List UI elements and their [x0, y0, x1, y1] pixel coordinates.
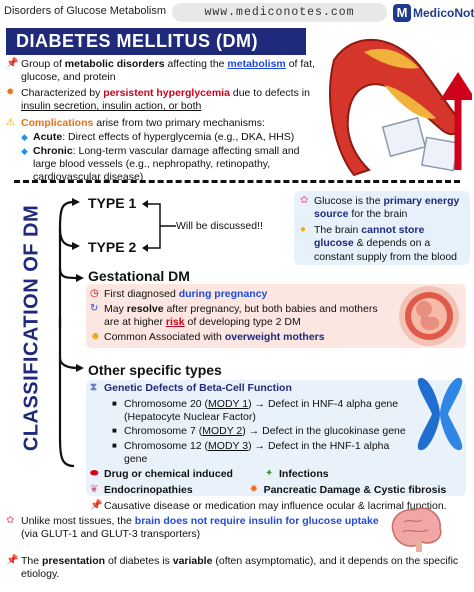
warning-icon: ⚠: [6, 116, 15, 128]
top-bar: Disorders of Glucose Metabolism www.medi…: [0, 0, 474, 26]
intro-bullet-1: 📌 Group of metabolic disorders affecting…: [6, 58, 315, 84]
brain-icon: ✿: [6, 515, 15, 526]
brain-glucose-note: ✿ Unlike most tissues, the brain does no…: [6, 515, 379, 541]
diamond-icon: ◆: [21, 145, 28, 156]
type-brace: [142, 200, 176, 252]
gestational-details: ◷ First diagnosed during pregnancy ↻ May…: [90, 288, 378, 344]
clock-icon: ◷: [90, 288, 99, 299]
site-url[interactable]: www.mediconotes.com: [172, 3, 387, 22]
sun-icon: ✸: [6, 87, 15, 99]
topic-label: Disorders of Glucose Metabolism: [4, 5, 167, 17]
recycle-icon: ↻: [90, 303, 99, 315]
diamond-icon: ◆: [21, 131, 28, 142]
chromosome-12-item: ■ Chromosome 12 (MODY 3) → Defect in the…: [112, 439, 390, 465]
intro-bullet-2: ✸ Characterized by persistent hyperglyce…: [6, 87, 310, 113]
pancreas-illustration: [329, 38, 472, 177]
discuss-note: Will be discussed!!: [176, 220, 263, 232]
logo-mark: M: [393, 4, 411, 22]
intro-bullet-3: ⚠ Complications arise from two primary m…: [6, 117, 322, 185]
chromosome-7-item: ■ Chromosome 7 (MODY 2) → Defect in the …: [112, 425, 406, 438]
bulb-icon: ●: [300, 224, 307, 236]
pill-icon: ⬬: [90, 467, 99, 479]
burst-icon: ✹: [249, 483, 258, 495]
type1-label: TYPE 1: [88, 195, 137, 211]
acute-item: ◆ Acute: Direct effects of hyperglycemia…: [21, 130, 295, 143]
other-types-box: [86, 380, 466, 496]
classification-label: CLASSIFICATION OF DM: [20, 204, 43, 452]
classification-tree: [58, 198, 84, 468]
gland-icon: ❦: [90, 483, 99, 495]
brain-icon: ✿: [300, 195, 309, 206]
chromosome-20-item: ■ Chromosome 20 (MODY 1) → Defect in HNF…: [112, 398, 399, 424]
page-title: DIABETES MELLITUS (DM): [6, 28, 306, 55]
other-types-details: ⧗ Genetic Defects of Beta-Cell Function …: [90, 382, 447, 512]
logo: M MedicoNotes: [393, 2, 474, 24]
intro-section: 📌 Group of metabolic disorders affecting…: [6, 58, 322, 187]
logo-text: MedicoNotes: [413, 5, 474, 20]
metabolism-link[interactable]: metabolism: [227, 58, 286, 70]
pin-icon: 📌: [6, 58, 19, 69]
type2-label: TYPE 2: [88, 239, 137, 255]
presentation-note: 📌 The presentation of diabetes is variab…: [6, 555, 459, 581]
chromosome-illustration: [417, 377, 463, 451]
brain-illustration: [391, 507, 442, 552]
other-types-label: Other specific types: [88, 362, 222, 378]
person-icon: ☻: [90, 331, 101, 343]
gestational-label: Gestational DM: [88, 268, 190, 284]
pin-icon: 📌: [90, 500, 103, 511]
dna-icon: ⧗: [90, 382, 98, 393]
section-divider: [14, 180, 460, 183]
fetus-illustration: [399, 286, 459, 346]
pin-icon: 📌: [6, 555, 19, 566]
brain-info-box: ✿ Glucose is the primary energy source f…: [294, 191, 470, 265]
chronic-item: ◆ Chronic: Long-term vascular damage aff…: [21, 144, 300, 183]
bug-icon: ✦: [265, 467, 274, 479]
